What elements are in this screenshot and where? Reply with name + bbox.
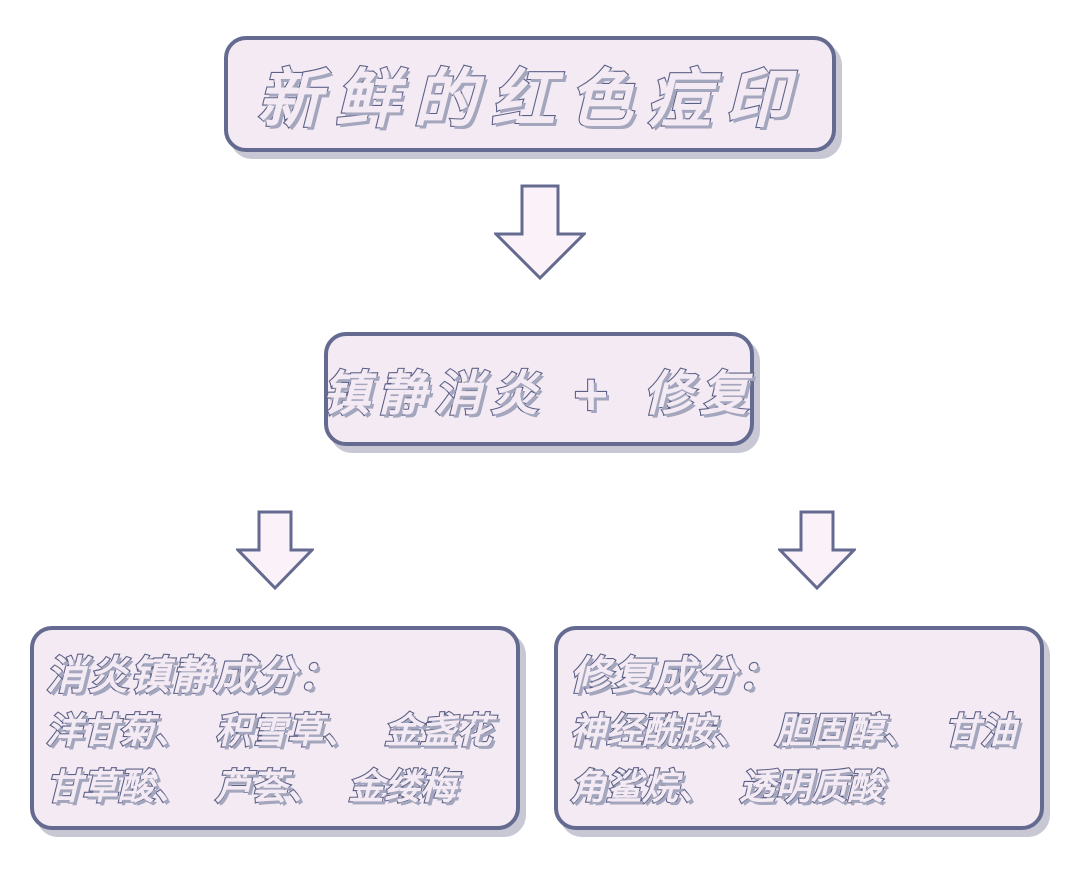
repair-ingredients-heading: 修复成分： — [569, 652, 780, 700]
start-node-title: 新鲜的红色痘印 — [256, 62, 803, 138]
soothing-ingredients-panel: 消炎镇静成分： 洋甘菊、 积雪草、 金盏花 甘草酸、 芦荟、 金缕梅 — [30, 626, 520, 830]
start-node: 新鲜的红色痘印 — [224, 36, 836, 152]
arrow-down-icon — [494, 184, 586, 280]
repair-ingredients-line-2: 角鲨烷、 透明质酸 — [569, 766, 884, 809]
soothing-ingredients-line-2: 甘草酸、 芦荟、 金缕梅 — [45, 766, 457, 809]
arrow-down-icon — [236, 510, 314, 590]
arrow-down-icon — [778, 510, 856, 590]
treatment-node-title: 镇静消炎 + 修复 — [321, 365, 756, 423]
soothing-ingredients-heading: 消炎镇静成分： — [45, 652, 340, 700]
soothing-ingredients-line-1: 洋甘菊、 积雪草、 金盏花 — [45, 710, 493, 753]
repair-ingredients-line-1: 神经酰胺、 胆固醇、 甘油 — [569, 710, 1017, 753]
repair-ingredients-panel: 修复成分： 神经酰胺、 胆固醇、 甘油 角鲨烷、 透明质酸 — [554, 626, 1044, 830]
treatment-node: 镇静消炎 + 修复 — [321, 332, 756, 446]
